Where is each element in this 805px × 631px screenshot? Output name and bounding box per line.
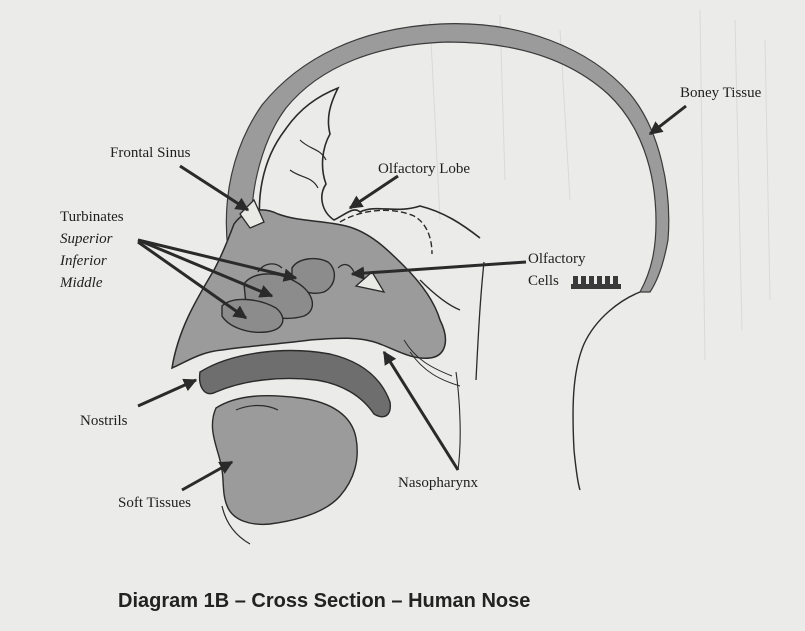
label-boney-tissue: Boney Tissue [680,84,761,102]
label-inferior: Inferior [60,252,107,270]
olfactory-cells-icon [571,276,621,289]
label-olfactory-lobe: Olfactory Lobe [378,160,470,178]
label-olfactory: Olfactory [528,250,585,268]
label-nostrils: Nostrils [80,412,128,430]
label-frontal-sinus: Frontal Sinus [110,144,190,162]
soft-tissues-shape [212,396,357,525]
label-turbinates: Turbinates [60,208,124,226]
olfactory-lobe-arrow [350,176,398,208]
diagram-caption: Diagram 1B – Cross Section – Human Nose [118,590,530,613]
label-soft-tissues: Soft Tissues [118,494,191,512]
back-of-head-outline [573,292,640,490]
neck-outline [476,262,484,380]
label-cells: Cells [528,272,559,290]
paper-texture [430,10,770,360]
nasopharynx-arrow [384,352,458,470]
label-middle: Middle [60,274,103,292]
nostrils-arrow [138,380,196,406]
label-nasopharynx: Nasopharynx [398,474,478,492]
label-superior: Superior [60,230,113,248]
boney-tissue-arrow [650,106,686,134]
